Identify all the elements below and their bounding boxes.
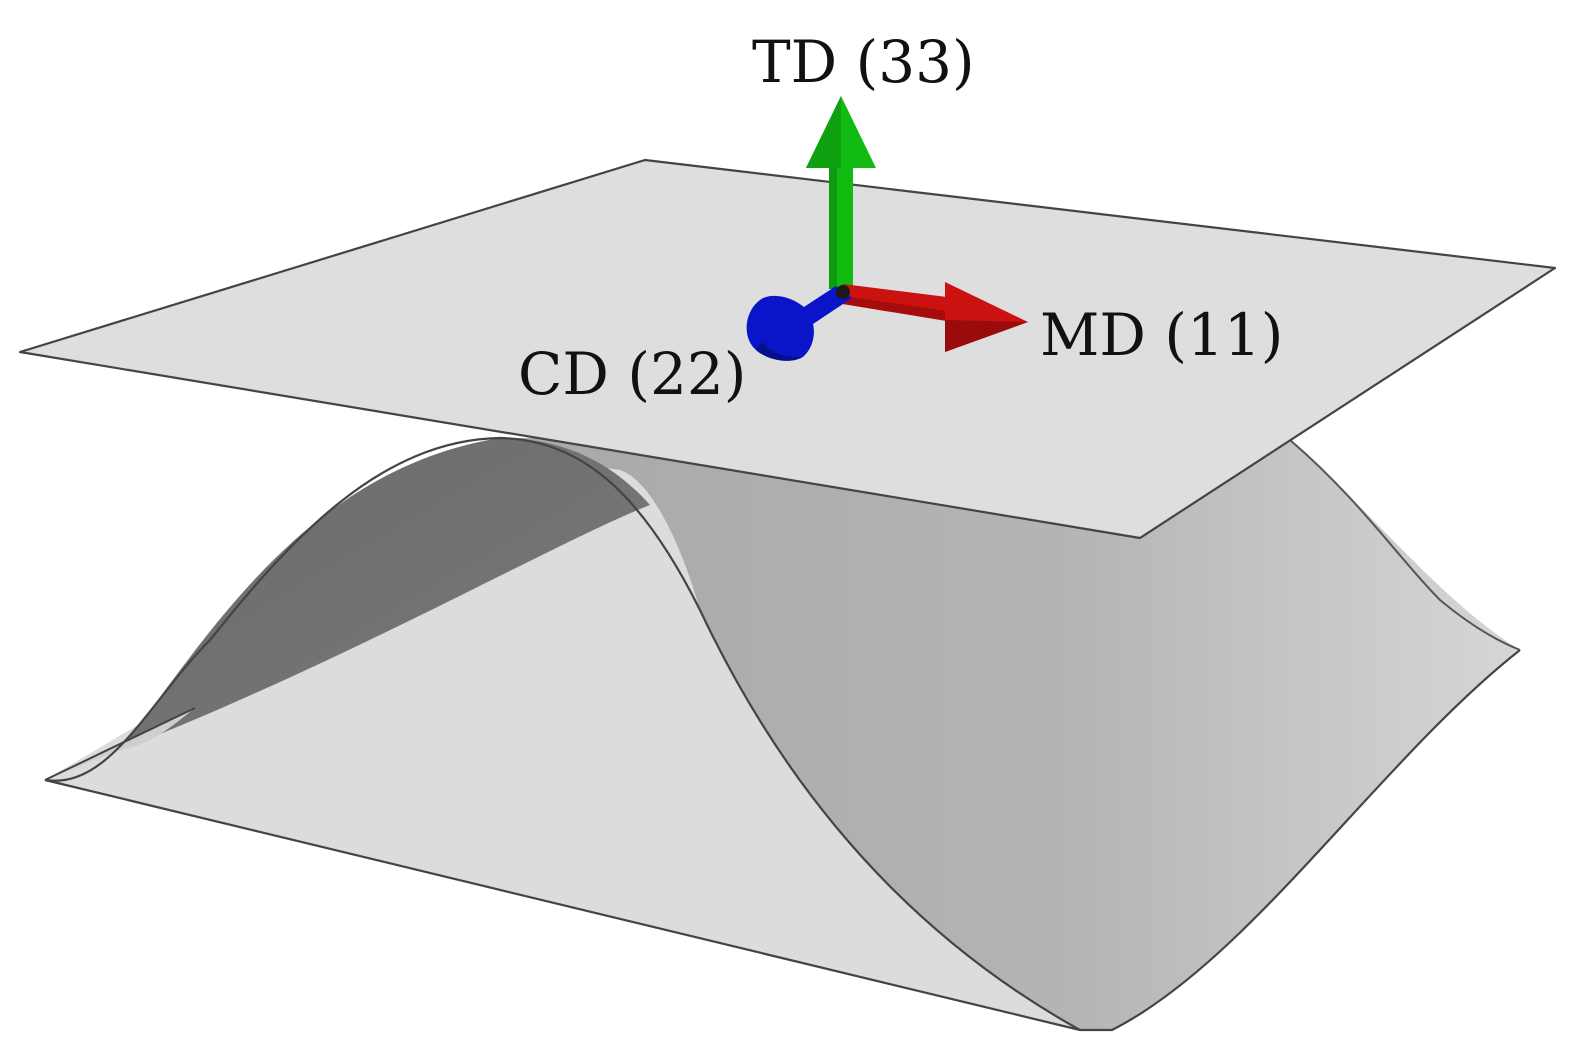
corrugated-side-face bbox=[500, 438, 1520, 1030]
corrugated-front-edge bbox=[44, 778, 1081, 1032]
md-arrow bbox=[843, 282, 1028, 352]
td-label: TD (33) bbox=[752, 28, 975, 96]
corrugated-sheet bbox=[44, 436, 1521, 1032]
corrugated-right-back-edge bbox=[1289, 439, 1521, 651]
origin-point bbox=[836, 285, 850, 299]
corrugated-wave-outline bbox=[44, 436, 1521, 1032]
md-label: MD (11) bbox=[1040, 301, 1283, 369]
td-arrow bbox=[806, 96, 876, 289]
axis-triad bbox=[746, 96, 1028, 361]
corrugated-shadow-face bbox=[120, 438, 650, 750]
cd-label: CD (22) bbox=[518, 340, 746, 408]
cd-arrow bbox=[746, 286, 852, 361]
corrugated-left-edge bbox=[44, 707, 196, 781]
